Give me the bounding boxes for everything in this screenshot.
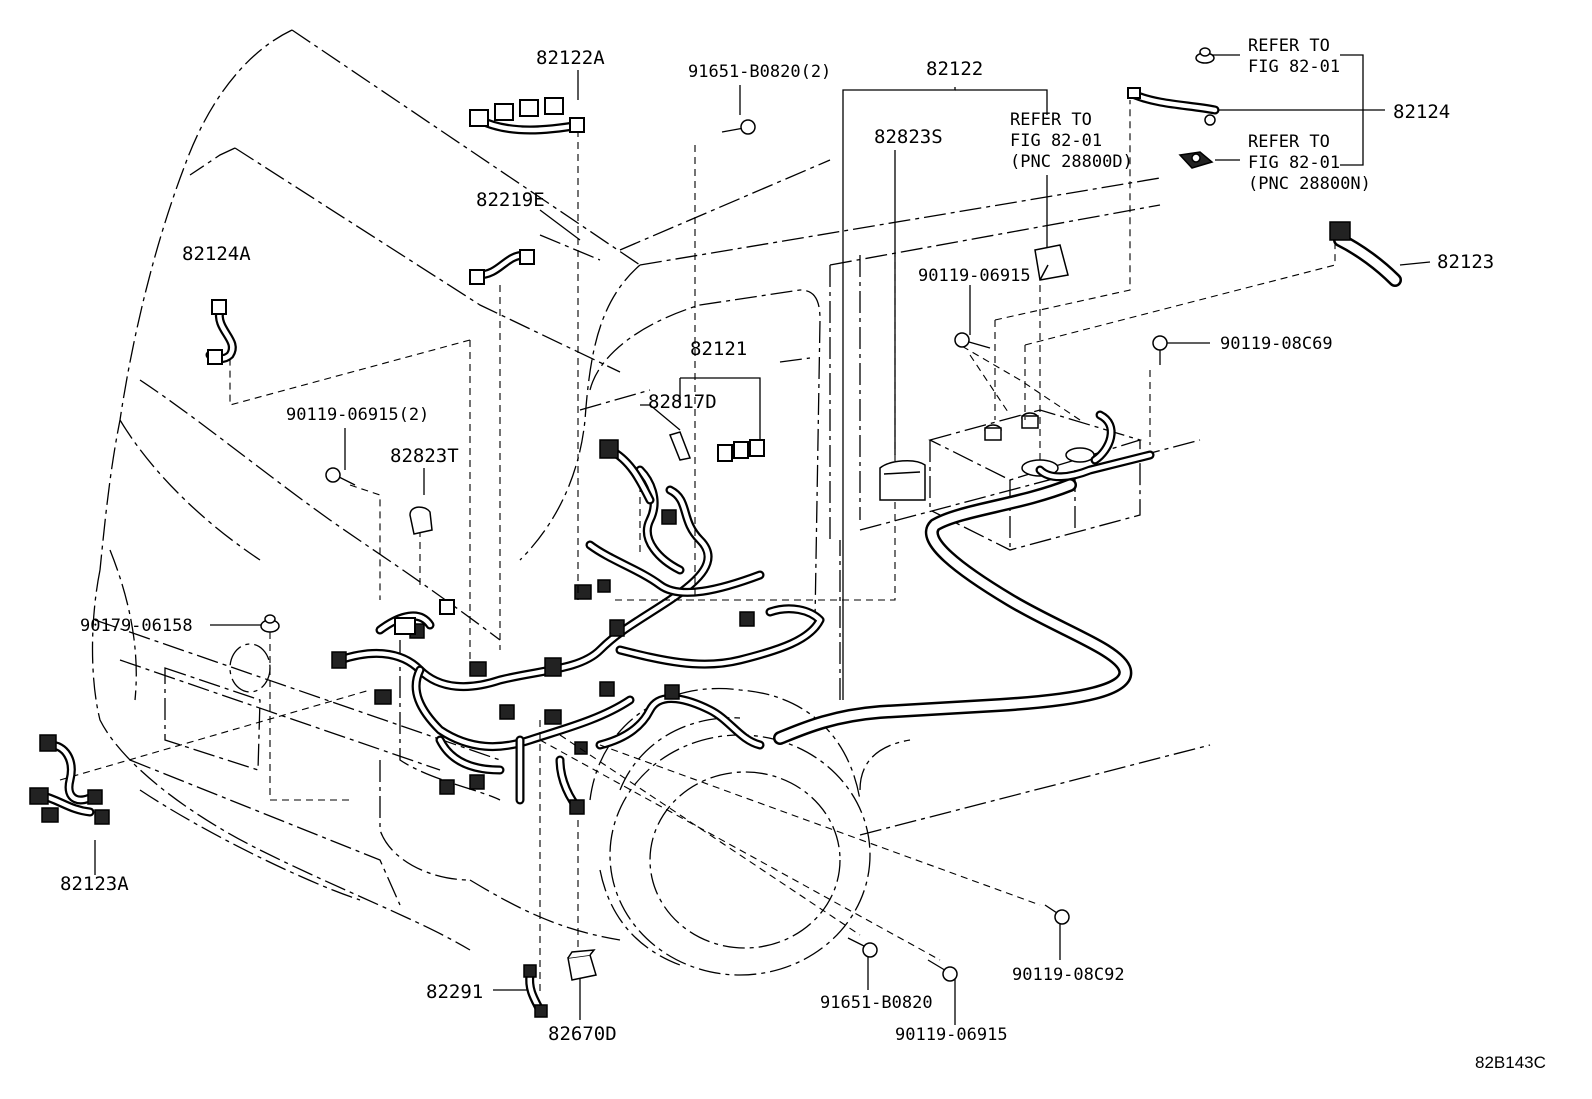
label-refer-to-2: REFER TO bbox=[1248, 132, 1330, 152]
label-90119-06915-top: 90119-06915 bbox=[918, 266, 1031, 286]
components bbox=[29, 47, 1402, 1018]
part-bolt-90119-08C69 bbox=[1152, 335, 1168, 365]
engine-room-harness bbox=[331, 465, 825, 815]
label-90119-08C92: 90119-08C92 bbox=[1012, 965, 1125, 985]
label-90179-06158: 90179-06158 bbox=[80, 616, 193, 636]
part-82291-harness bbox=[523, 964, 548, 1018]
label-82124: 82124 bbox=[1393, 101, 1450, 123]
label-91651-B0820-2: 91651-B0820(2) bbox=[688, 62, 831, 82]
part-82121-relay-block bbox=[599, 439, 765, 505]
part-82670D-block bbox=[567, 949, 597, 981]
part-terminal-28800D bbox=[1034, 244, 1069, 281]
part-bolt-91651-top bbox=[721, 119, 756, 135]
part-82219E-harness bbox=[469, 249, 535, 285]
part-82124A-harness bbox=[205, 299, 237, 365]
label-fig-82-01-3: FIG 82-01 bbox=[1010, 131, 1102, 151]
label-pnc-28800d: (PNC 28800D) bbox=[1010, 152, 1133, 172]
part-82124-cable bbox=[1127, 87, 1220, 126]
label-82122A: 82122A bbox=[536, 47, 605, 69]
part-bolt-90119-08C92 bbox=[1044, 904, 1070, 925]
label-82823T: 82823T bbox=[390, 445, 459, 467]
label-82219E: 82219E bbox=[476, 189, 545, 211]
label-fig-82-01-2: FIG 82-01 bbox=[1248, 153, 1340, 173]
part-labels: 82122A 91651-B0820(2) 82122 REFER TO FIG… bbox=[60, 36, 1546, 1072]
label-91651-B0820: 91651-B0820 bbox=[820, 993, 933, 1013]
label-fig-82-01-1: FIG 82-01 bbox=[1248, 57, 1340, 77]
battery-illustration bbox=[928, 409, 1143, 551]
figure-code: 82B143C bbox=[1475, 1053, 1546, 1072]
label-82670D: 82670D bbox=[548, 1023, 617, 1045]
part-bolt-90119-06915-2 bbox=[325, 467, 356, 486]
label-82123A: 82123A bbox=[60, 873, 129, 895]
part-clamp-28800N bbox=[1178, 151, 1214, 169]
part-nut-top bbox=[1195, 47, 1215, 64]
leader-lines bbox=[59, 54, 1431, 1025]
label-82123: 82123 bbox=[1437, 251, 1494, 273]
part-nut-90179-06158 bbox=[260, 614, 280, 633]
battery-cable bbox=[773, 410, 1155, 745]
label-90119-06915-2: 90119-06915(2) bbox=[286, 405, 429, 425]
part-82122A-harness bbox=[469, 97, 585, 135]
part-bolt-91651-B0820-bottom bbox=[847, 937, 878, 958]
part-82123A-harness bbox=[29, 734, 110, 825]
label-90119-06915-bottom: 90119-06915 bbox=[895, 1025, 1008, 1045]
part-82123-cable bbox=[1329, 221, 1402, 287]
label-82817D: 82817D bbox=[648, 391, 717, 413]
label-refer-to-1: REFER TO bbox=[1248, 36, 1330, 56]
label-refer-to-3: REFER TO bbox=[1010, 110, 1092, 130]
label-pnc-28800n: (PNC 28800N) bbox=[1248, 174, 1371, 194]
label-82121: 82121 bbox=[690, 338, 747, 360]
part-82823T-cap bbox=[409, 506, 433, 535]
label-82124A: 82124A bbox=[182, 243, 251, 265]
label-90119-08C69: 90119-08C69 bbox=[1220, 334, 1333, 354]
part-bolt-90119-06915-top bbox=[954, 332, 991, 349]
label-82122: 82122 bbox=[926, 58, 983, 80]
part-82817D-clip bbox=[668, 431, 692, 461]
label-82823S: 82823S bbox=[874, 126, 943, 148]
label-82291: 82291 bbox=[426, 981, 483, 1003]
part-82823S-cover bbox=[879, 460, 926, 501]
part-bolt-90119-06915-bottom bbox=[927, 959, 958, 982]
